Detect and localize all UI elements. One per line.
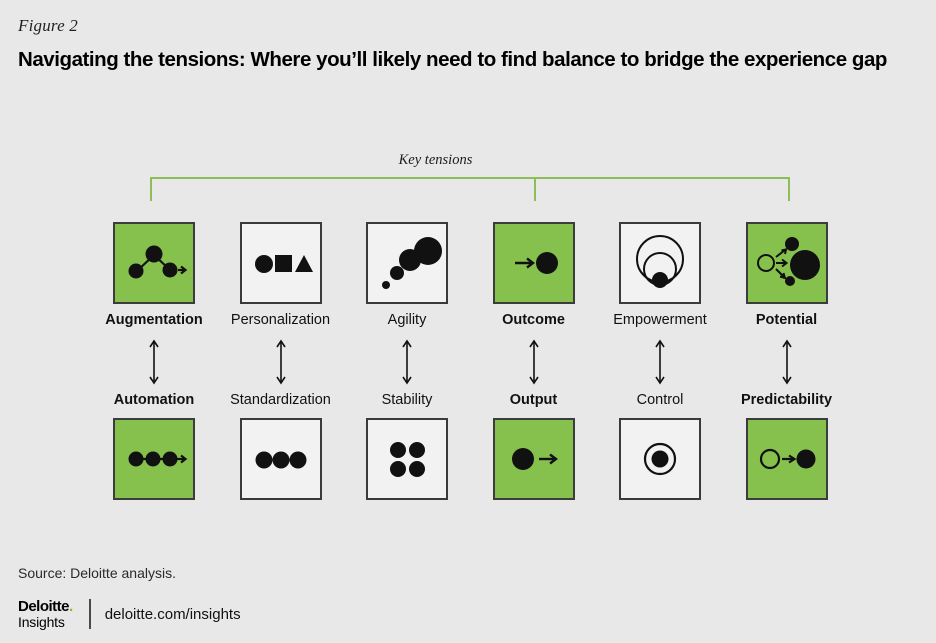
tensions-grid: Augmentation Automation <box>105 222 832 502</box>
icon-box-output[interactable] <box>492 418 575 500</box>
tension-column-empowerment-control: Empowerment Control <box>613 222 707 500</box>
icon-box-predictability[interactable] <box>745 418 828 500</box>
footer-divider <box>88 599 91 629</box>
bracket-tick-left <box>150 177 152 201</box>
double-headed-vertical-arrow-icon <box>149 339 159 385</box>
icon-box-control-wrap <box>619 418 701 500</box>
four-dots-grid-icon <box>390 442 425 477</box>
source-note: Source: Deloitte analysis. <box>18 565 176 581</box>
icon-box-output-wrap <box>492 418 575 500</box>
icon-box-stability-wrap <box>366 418 448 500</box>
tension-column-personalization-standardization: Personalization Standardization <box>230 222 331 500</box>
label-agility: Agility <box>387 312 427 328</box>
label-stability: Stability <box>381 392 433 408</box>
growing-dots-diagonal-icon <box>382 237 442 289</box>
icon-box-potential[interactable] <box>745 222 828 304</box>
double-headed-vertical-arrow-icon <box>275 339 286 385</box>
icon-box-agility[interactable] <box>366 222 448 304</box>
label-output: Output <box>509 392 558 408</box>
nested-circles-dot-icon <box>636 235 684 288</box>
tension-column-agility-stability: Agility Stability <box>366 222 448 500</box>
label-automation: Automation <box>113 392 195 408</box>
icon-box-standardization-wrap <box>239 418 322 500</box>
icon-box-automation[interactable] <box>113 418 195 500</box>
icon-box-control[interactable] <box>619 418 701 500</box>
key-tensions-bracket <box>150 177 790 201</box>
logo-deloitte-text: Deloitte <box>18 598 70 616</box>
label-standardization: Standardization <box>230 392 331 408</box>
double-headed-vertical-arrow-icon <box>528 339 539 385</box>
logo-green-dot: . <box>69 598 73 616</box>
key-tensions-label: Key tensions <box>0 152 936 169</box>
icon-box-automation-wrap <box>113 418 195 500</box>
three-dots-linear-arrow-icon <box>128 451 188 467</box>
icon-box-outcome[interactable] <box>492 222 575 304</box>
tension-column-outcome-output: Outcome Output <box>492 222 575 500</box>
footer-url[interactable]: deloitte.com/insights <box>104 605 241 623</box>
nodes-branching-arrow-icon <box>128 245 188 279</box>
label-augmentation: Augmentation <box>105 312 203 328</box>
footer-logo: Deloitte. Insights deloitte.com/insights <box>18 597 241 631</box>
logo-insights-text: Insights <box>18 613 65 630</box>
circle-square-triangle-icon <box>254 255 313 273</box>
icon-box-stability[interactable] <box>366 418 448 500</box>
icon-box-empowerment[interactable] <box>619 222 701 304</box>
tension-column-augmentation-automation: Augmentation Automation <box>105 222 203 500</box>
icon-box-standardization[interactable] <box>239 418 322 500</box>
icon-box-personalization[interactable] <box>239 222 322 304</box>
double-headed-vertical-arrow-icon <box>781 339 792 385</box>
label-potential: Potential <box>755 312 818 328</box>
double-headed-vertical-arrow-icon <box>402 339 412 385</box>
label-outcome: Outcome <box>502 312 565 328</box>
bracket-tick-center <box>534 177 536 201</box>
ring-three-arrows-dots-icon <box>756 237 820 286</box>
label-empowerment: Empowerment <box>613 312 707 328</box>
bracket-tick-right <box>788 177 790 201</box>
icon-box-augmentation[interactable] <box>113 222 195 304</box>
icon-box-predictability-wrap <box>745 418 828 500</box>
figure-label: Figure 2 <box>18 16 78 35</box>
label-control: Control <box>636 392 684 408</box>
deloitte-insights-logo: Deloitte. Insights <box>18 599 73 629</box>
bracket-horizontal-line <box>150 177 790 179</box>
label-predictability: Predictability <box>740 392 833 408</box>
ring-arrow-dot-icon <box>759 448 815 470</box>
double-headed-vertical-arrow-icon <box>655 339 665 385</box>
label-personalization: Personalization <box>230 312 331 328</box>
three-equal-dots-icon <box>255 451 306 469</box>
arrow-to-circle-icon <box>514 252 558 274</box>
page-title: Navigating the tensions: Where you’ll li… <box>18 48 887 71</box>
key-tensions-label-text: Key tensions <box>398 152 473 168</box>
logo-deloitte-wordmark: Deloitte. <box>18 599 73 614</box>
dot-in-ring-icon <box>643 442 677 476</box>
circle-to-arrow-icon <box>511 448 558 470</box>
tension-column-potential-predictability: Potential Predictability <box>741 222 832 500</box>
